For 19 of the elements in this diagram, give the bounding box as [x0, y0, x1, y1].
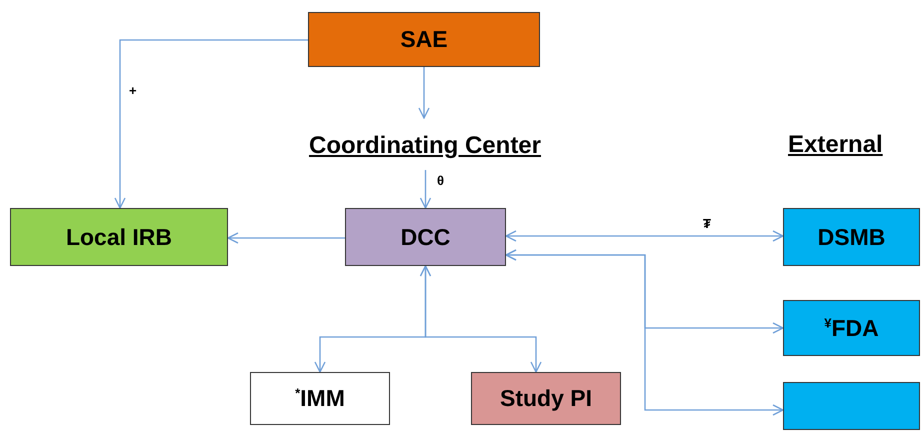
arrow — [418, 67, 430, 119]
center-box: DCC — [345, 208, 506, 266]
arrow — [505, 230, 784, 242]
agency-box: $^{¥}$FDA — [783, 300, 920, 356]
sponsor-box — [783, 382, 920, 430]
arrow — [505, 249, 784, 416]
arrow — [420, 170, 432, 209]
irb-box: Local IRB — [10, 208, 228, 266]
event-box: SAE — [308, 12, 540, 67]
arrow — [227, 232, 345, 244]
monitor-box: $^{*}$IMM — [250, 372, 390, 425]
edge-label: θ — [436, 174, 446, 188]
investigator-box: Study PI — [471, 372, 621, 425]
board-box: DSMB — [783, 208, 920, 266]
column-heading: External — [788, 131, 883, 159]
heading-text: Coordinating Center — [268, 126, 582, 166]
arrow — [420, 265, 542, 373]
edge-label: ₮ — [702, 217, 712, 231]
arrow — [114, 39, 308, 209]
